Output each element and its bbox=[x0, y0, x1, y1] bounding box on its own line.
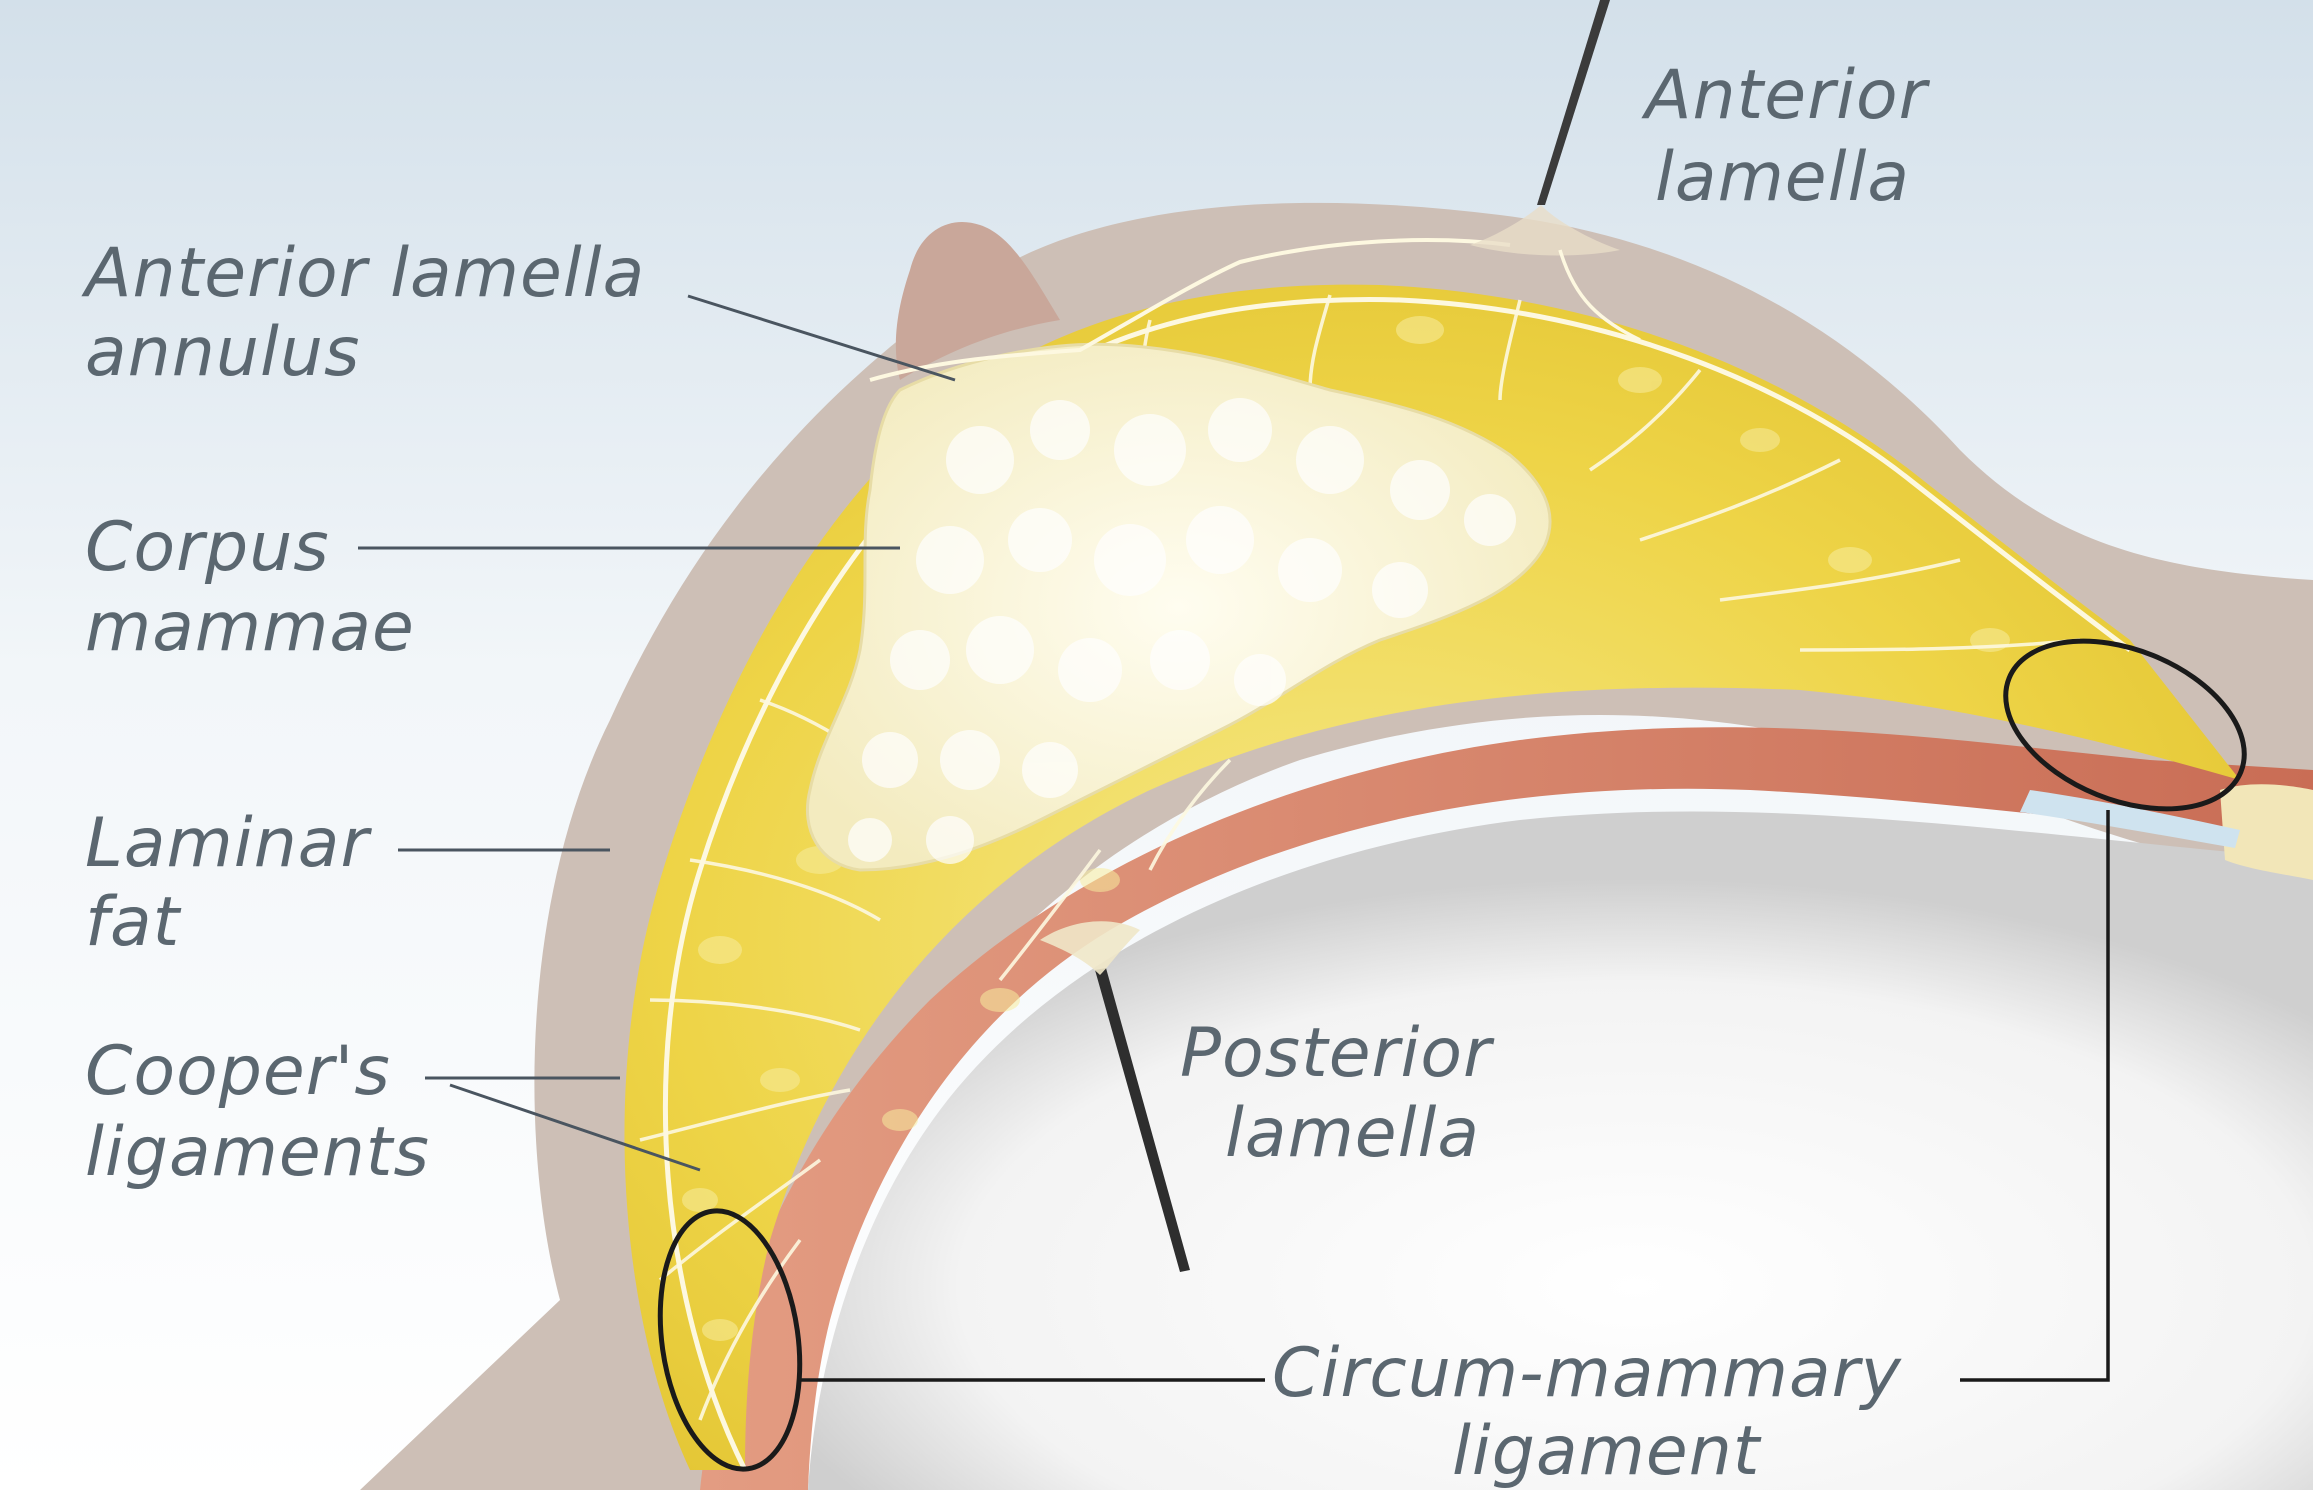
svg-text:lamella: lamella bbox=[1225, 1094, 1480, 1173]
label-posterior-lamella: Posterior lamella bbox=[1180, 1014, 1495, 1173]
svg-text:lamella: lamella bbox=[1655, 138, 1910, 217]
svg-text:Anterior: Anterior bbox=[1641, 56, 1931, 135]
svg-text:fat: fat bbox=[85, 883, 182, 962]
svg-text:mammae: mammae bbox=[85, 588, 415, 667]
svg-text:annulus: annulus bbox=[85, 313, 360, 392]
svg-text:Anterior lamella: Anterior lamella bbox=[81, 234, 645, 313]
svg-text:Cooper's: Cooper's bbox=[85, 1032, 391, 1111]
svg-text:ligaments: ligaments bbox=[85, 1113, 430, 1192]
svg-text:Posterior: Posterior bbox=[1180, 1014, 1495, 1093]
svg-text:ligament: ligament bbox=[1452, 1412, 1762, 1490]
svg-text:Corpus: Corpus bbox=[85, 508, 330, 587]
svg-text:Circum-mammary: Circum-mammary bbox=[1272, 1334, 1902, 1413]
svg-text:Laminar: Laminar bbox=[85, 804, 372, 883]
